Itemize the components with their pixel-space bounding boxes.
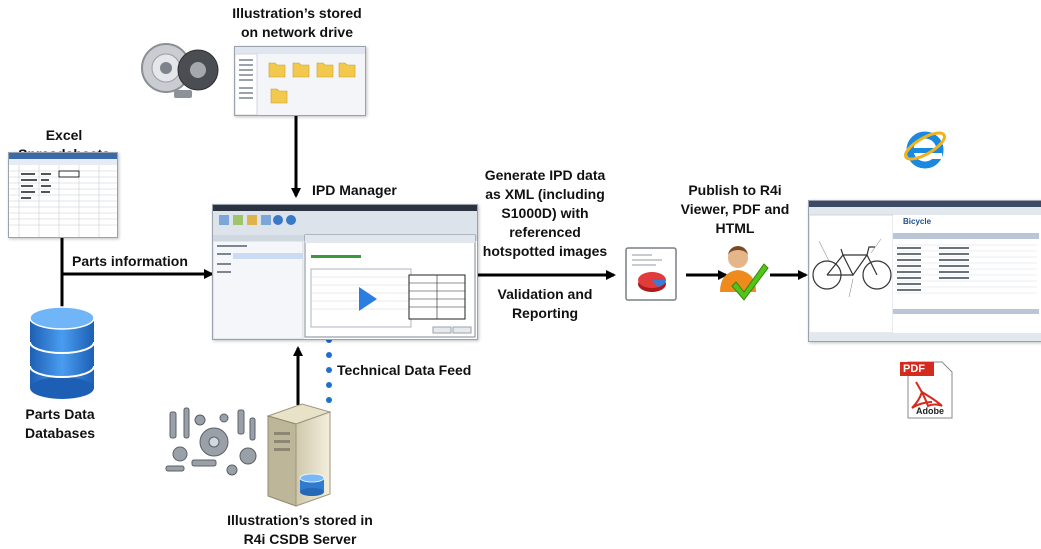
parts-db-label: Parts Data Databases: [24, 406, 96, 441]
ipd-manager-screenshot: [212, 204, 478, 340]
validation-label: Validation and Reporting: [497, 286, 593, 321]
pdf-bottom-text: Adobe: [916, 406, 944, 416]
generate-label: Generate IPD data as XML (including S100…: [482, 167, 608, 259]
bolts-parts-icon: [165, 407, 257, 476]
viewer-screenshot: Bicycle: [808, 200, 1041, 342]
pdf-icon: PDF Adobe: [900, 360, 954, 420]
viewer-title: Bicycle: [903, 217, 932, 226]
pdf-top-text: PDF: [903, 363, 925, 375]
report-icon: [625, 247, 677, 301]
network-drive-label: Illustration’s stored on network drive: [232, 5, 362, 40]
csdb-label: Illustration’s stored in R4i CSDB Server: [227, 512, 373, 547]
user-check-icon: [720, 246, 769, 301]
technical-feed-label: Technical Data Feed: [337, 362, 472, 378]
publish-label: Publish to R4i Viewer, PDF and HTML: [680, 182, 790, 236]
database-icon: [29, 306, 95, 399]
clutch-parts-icon: [141, 43, 219, 98]
folder-window-icon: [234, 46, 366, 116]
internet-explorer-icon: [904, 131, 946, 169]
server-icon: [266, 403, 332, 507]
parts-information-label: Parts information: [72, 253, 188, 269]
spreadsheet-icon: [8, 152, 118, 238]
ipd-manager-label: IPD Manager: [312, 182, 397, 198]
